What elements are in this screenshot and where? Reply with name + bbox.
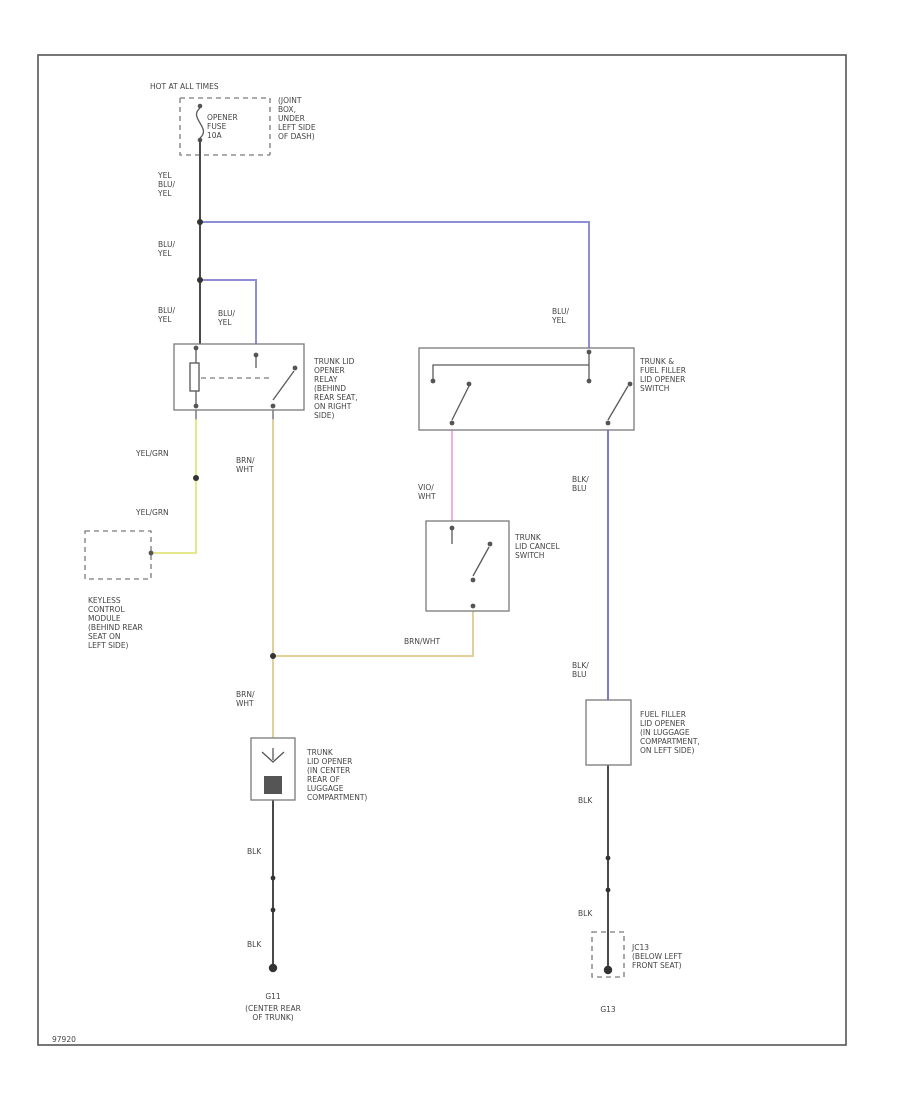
wire-label-vio-wht: VIO/WHT: [418, 483, 436, 501]
wire-label-brn-wht-1: BRN/WHT: [236, 456, 255, 474]
wire-label-yel-grn-1: YEL/GRN: [135, 449, 169, 458]
trunk-lid-cancel-switch: [425, 520, 510, 612]
diagram-frame: [37, 54, 847, 1046]
wire-label-blk-left-2: BLK: [247, 940, 262, 949]
wire-nodes: [193, 219, 611, 913]
trunk-lid-opener-relay: [173, 343, 305, 411]
opener-switch-icon: [430, 349, 633, 426]
ground-g13-label: G13: [600, 1005, 616, 1014]
wire-label-brn-wht-2: BRN/WHT: [236, 690, 255, 708]
wire-yel-grn: [152, 409, 197, 554]
keyless-control-module: [84, 530, 152, 580]
wire-label-blk-right-1: BLK: [578, 796, 593, 805]
solenoid-icon: [261, 748, 285, 794]
wire-blu-yel: [199, 139, 590, 353]
diagram-id: 97920: [52, 1035, 76, 1044]
relay-switch-icon: [253, 352, 298, 409]
ground-g13-icon: [603, 965, 613, 975]
wire-label-brn-wht-h: BRN/WHT: [404, 637, 441, 646]
cancel-switch-icon: [449, 525, 493, 609]
junction-jc13: [591, 931, 625, 978]
wire-label-relay-in: BLU/YEL: [217, 309, 235, 327]
wire-label-blk-blu-1: BLK/BLU: [572, 475, 589, 493]
wire-label-blk-blu-2: BLK/BLU: [572, 661, 589, 679]
ground-g11-icon: [268, 963, 278, 973]
ground-g11-label: G11: [265, 992, 281, 1001]
wire-label-right-top: BLU/YEL: [551, 307, 569, 325]
wire-label-yel-grn-2: YEL/GRN: [135, 508, 169, 517]
fuse-icon: [195, 103, 205, 143]
wire-label-left3: BLU/YEL: [157, 306, 175, 324]
wire-label-blk-left-1: BLK: [247, 847, 262, 856]
wire-label-top2: BLU/YEL: [157, 240, 175, 258]
power-label: HOT AT ALL TIMES: [150, 82, 219, 91]
fuse-box: [179, 97, 271, 156]
wire-blk: [272, 764, 609, 971]
wire-label-blk-right-2: BLK: [578, 909, 593, 918]
relay-coil-icon: [189, 345, 270, 409]
trunk-fuel-filler-opener-switch: [418, 347, 635, 431]
fuel-filler-lid-opener: [585, 699, 632, 766]
wire-brn-wht: [272, 408, 474, 739]
